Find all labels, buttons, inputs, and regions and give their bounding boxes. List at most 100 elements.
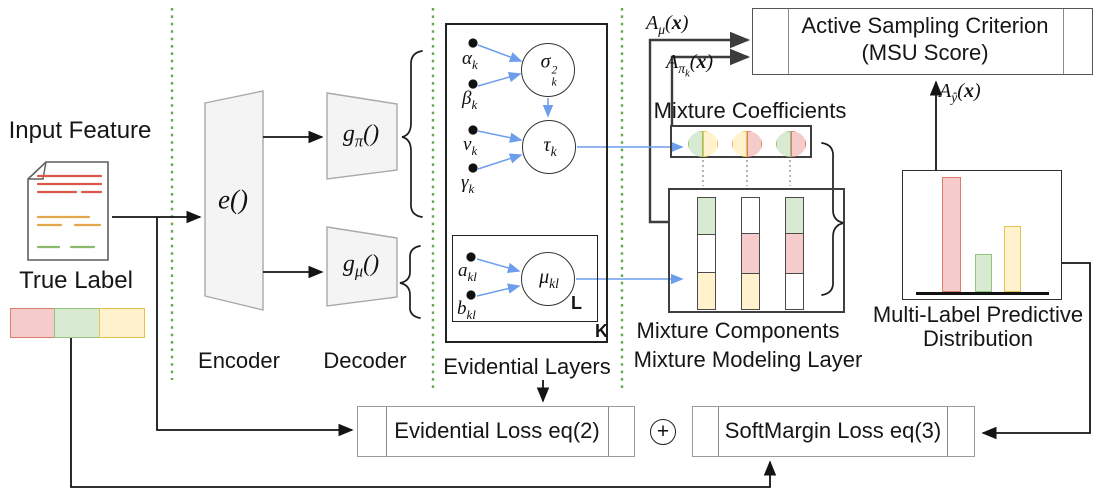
plus-sign: + (656, 420, 670, 443)
softmargin-loss-label: SoftMargin Loss eq(3) (724, 418, 942, 443)
mixture-coefficient-1 (688, 131, 718, 157)
prediction-to-softmargin-arrow (981, 262, 1091, 440)
component-segment-white (697, 234, 716, 273)
gmu-fn-label: gμ() (342, 250, 380, 281)
alpha-dot (468, 38, 478, 48)
gamma-to-tau-arrow (477, 153, 523, 170)
mixture-coefficient-3 (776, 131, 806, 157)
gpi-fn-label: gπ() (342, 120, 380, 151)
mixture-component-bar-2 (741, 197, 760, 310)
evidential-inner-l-box (452, 235, 598, 322)
coefficient-half-yellow (703, 131, 718, 157)
acquisition-yhat-label: Aŷ(x) (939, 80, 981, 105)
component-segment-white (741, 197, 760, 234)
asc-label-1: Active Sampling Criterion (801, 13, 1049, 38)
decoder-pi-shape (326, 92, 398, 180)
component-segment-red (741, 233, 760, 274)
acquisition-pi-label: Aπk(x) (666, 51, 714, 80)
b-to-mu-arrow (476, 283, 521, 297)
true-label-bar (10, 308, 145, 338)
asc-left-divider (788, 9, 789, 74)
evidential-loss-left-divider (386, 407, 387, 456)
a-dot (466, 252, 476, 262)
decoder-mu-shape (326, 226, 398, 307)
mixture-coefficients-label: Mixture Coefficients (653, 98, 847, 123)
component-segment-green (785, 197, 804, 234)
b-kl-label: bkl (457, 298, 476, 322)
predictive-distribution-box (902, 170, 1062, 300)
multilabel-distribution-label-1: Multi-Label Predictive (872, 302, 1084, 327)
component-segment-yellow (697, 272, 716, 310)
true-label-segment-green (54, 308, 101, 338)
mixture-component-bar-1 (697, 197, 716, 310)
component-segment-yellow (741, 273, 760, 310)
component-bars (670, 190, 843, 311)
a-pi-path (670, 48, 751, 125)
coefficient-half-red (747, 131, 762, 157)
mixture-components-label: Mixture Components (636, 318, 840, 343)
input-to-evidential-loss-arrow (156, 217, 354, 437)
evidential-loss-label: Evidential Loss eq(2) (394, 418, 600, 443)
active-sampling-criterion-box (752, 8, 1093, 75)
true-label-to-softmargin-arrow (70, 338, 777, 488)
sigma-node (521, 43, 575, 97)
mixture-coefficients-box (670, 125, 812, 158)
asc-right-divider (1063, 9, 1064, 74)
gmu-output-brace (399, 245, 421, 319)
softmargin-loss-left-divider (718, 407, 719, 456)
predictive-bars (916, 174, 1049, 295)
coefficient-half-green (688, 131, 703, 157)
evidential-loss-box (357, 406, 635, 457)
beta-dot (468, 79, 478, 89)
encoder-shape (204, 90, 264, 311)
coefficient-half-yellow (732, 131, 747, 157)
component-segment-white (785, 273, 804, 310)
tau-node-label: τk (543, 134, 557, 160)
mixture-modeling-layer-label: Mixture Modeling Layer (633, 347, 863, 372)
nu-to-tau-arrow (477, 130, 523, 143)
predictive-bar-red (942, 177, 961, 292)
plate-l-label: L (571, 293, 582, 313)
asc-label-2: (MSU Score) (861, 40, 989, 65)
predictive-bar-yellow (1004, 226, 1021, 292)
a-mu-path (648, 31, 751, 224)
nu-dot (468, 125, 478, 135)
predictive-bar-green (975, 254, 992, 292)
tau-node (522, 120, 576, 174)
alpha-k-label: αk (462, 48, 478, 72)
component-segment-green (697, 197, 716, 235)
encoder-fn-label: e() (218, 184, 248, 215)
mixture-component-bar-3 (785, 197, 804, 310)
alpha-to-sigma-arrow (477, 44, 523, 63)
component-segment-red (785, 233, 804, 274)
plus-combiner: + (650, 419, 676, 445)
document-icon (27, 161, 109, 261)
coefficient-half-red (791, 131, 806, 157)
coefficient-ellipses (672, 127, 810, 157)
b-dot (466, 290, 476, 300)
mu-node (521, 252, 575, 306)
a-to-mu-arrow (476, 258, 521, 273)
gpi-output-brace (401, 50, 423, 218)
true-label-label: True Label (19, 267, 133, 294)
multilabel-distribution-label-2: Distribution (922, 326, 1034, 351)
evidential-layers-box (445, 23, 608, 343)
a-kl-label: akl (458, 260, 477, 284)
gamma-dot (468, 163, 478, 173)
softmargin-loss-right-divider (947, 407, 948, 456)
input-feature-label: Input Feature (8, 117, 152, 144)
beta-to-sigma-arrow (477, 72, 522, 87)
encoder-label: Encoder (198, 348, 280, 373)
mixture-coefficient-2 (732, 131, 762, 157)
coefficient-half-green (776, 131, 791, 157)
chart-baseline (916, 292, 1049, 295)
nu-k-label: νk (463, 134, 478, 158)
evidential-loss-right-divider (608, 407, 609, 456)
acquisition-mu-label: Aμ(x) (646, 12, 689, 37)
decoder-label: Decoder (323, 348, 407, 373)
mixture-components-box (668, 188, 845, 313)
true-label-segment-red (10, 308, 57, 338)
